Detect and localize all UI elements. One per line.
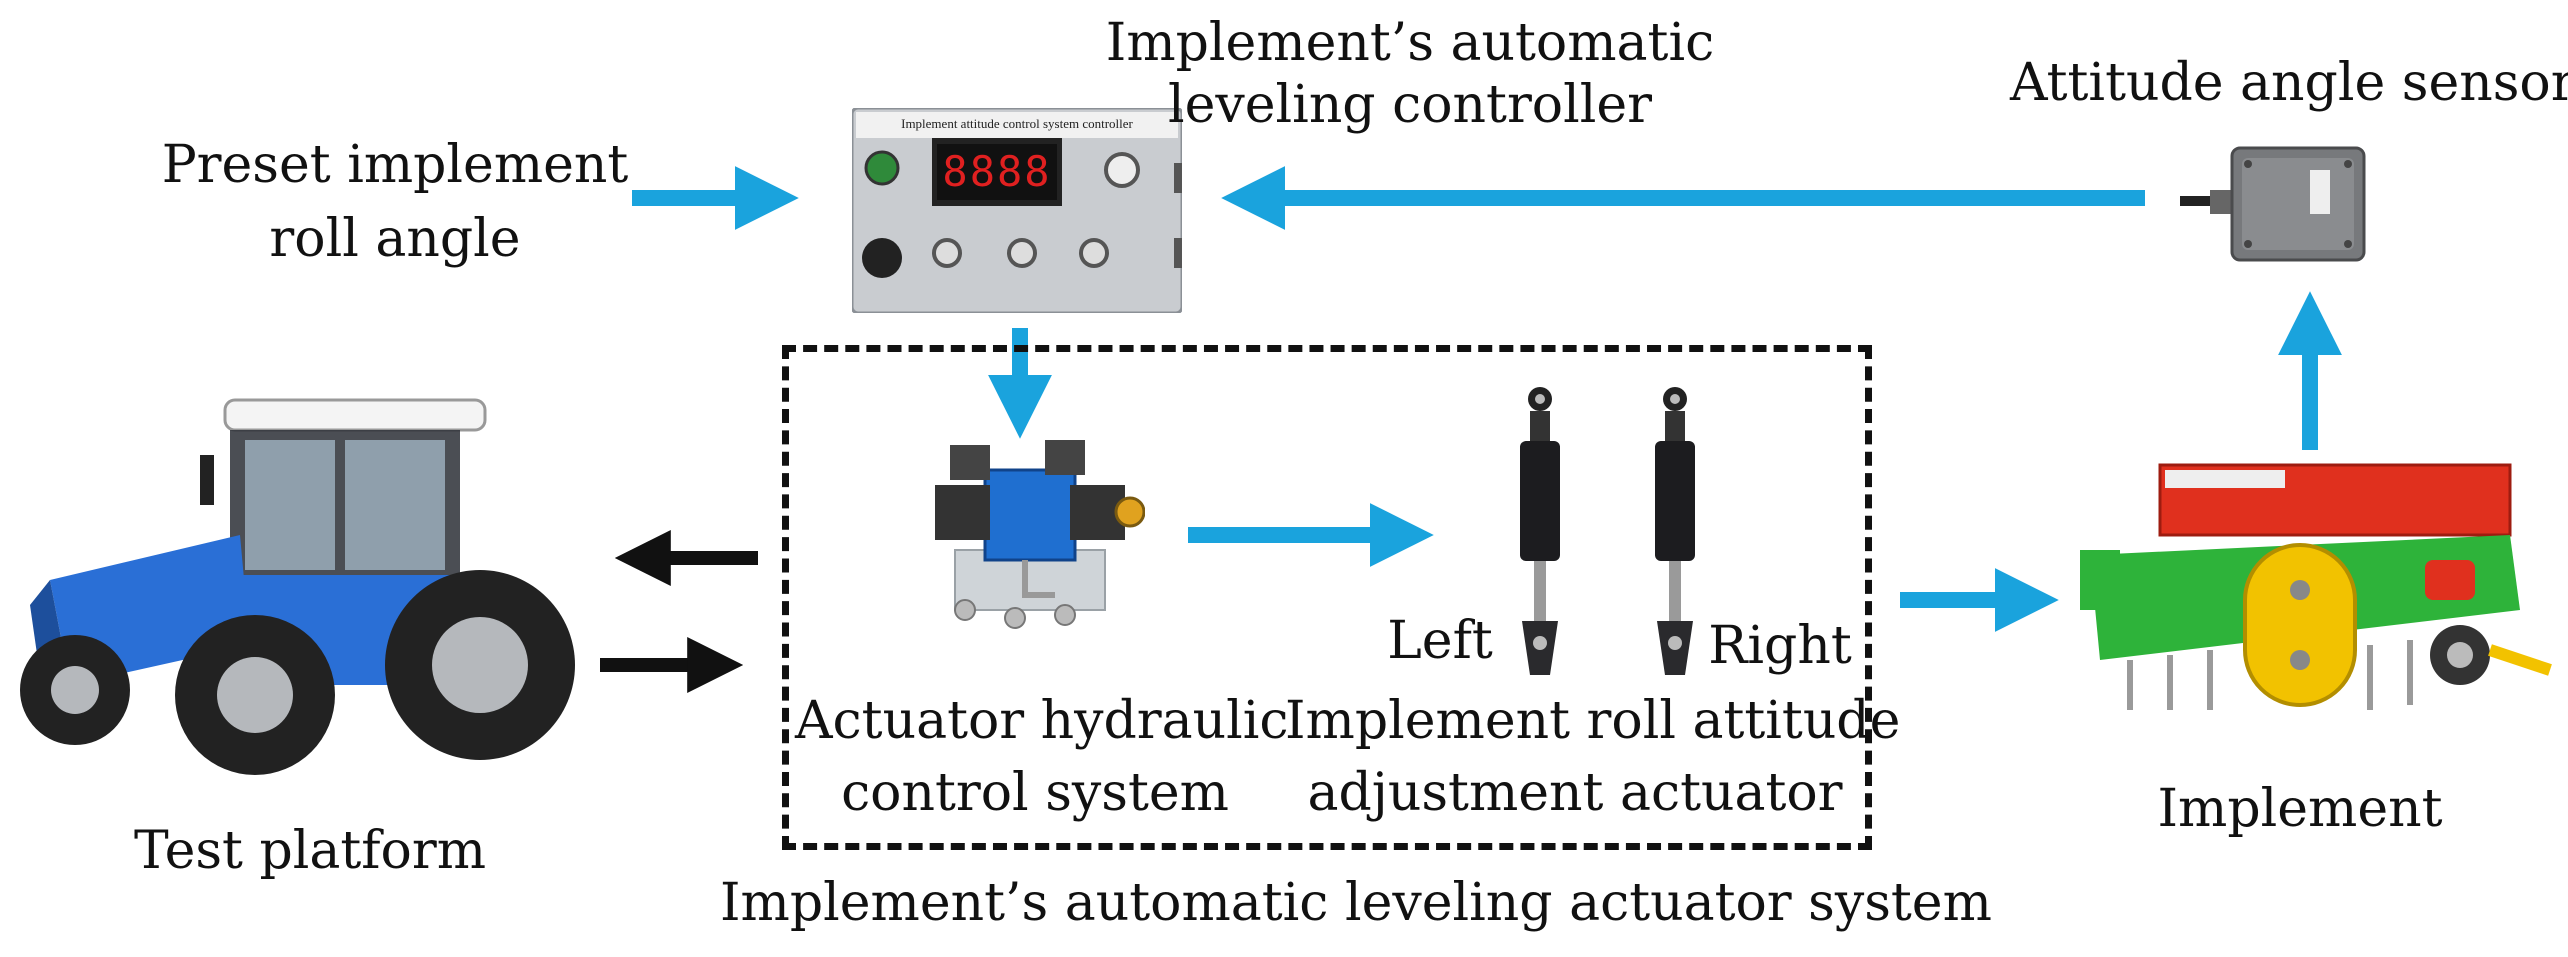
preset-label-line2: roll angle	[269, 209, 521, 269]
tractor-image	[10, 395, 575, 790]
controller-box-image: Implement attitude control system contro…	[850, 106, 1184, 315]
hydraulic-cylinder-image	[1510, 385, 1570, 685]
hydraulic-valve-image	[905, 430, 1146, 630]
controller-display-readout: 8888	[942, 147, 1052, 196]
test-platform-label: Test platform	[133, 821, 487, 881]
attitude-sensor-image	[2180, 140, 2370, 270]
implement-label: Implement	[2157, 779, 2443, 839]
right-cylinder-label: Right	[1708, 616, 1852, 676]
actuator-system-caption: Implement’s automatic leveling actuator …	[720, 873, 1992, 933]
hydraulic-cylinder-image	[1645, 385, 1705, 685]
actuator-label-line2: adjustment actuator	[1307, 763, 1843, 823]
left-cylinder-label: Left	[1387, 611, 1493, 671]
controller-title-line1: Implement’s automatic	[1105, 13, 1715, 73]
preset-label-line1: Preset implement	[161, 135, 629, 195]
hydraulic-label-line1: Actuator hydraulic	[795, 691, 1289, 751]
hydraulic-label-line2: control system	[841, 763, 1229, 823]
actuator-system-dashed-box	[782, 345, 1872, 850]
sensor-title: Attitude angle sensor	[2010, 53, 2568, 113]
seeder-implement-image	[2070, 460, 2555, 740]
controller-header-text: Implement attitude control system contro…	[901, 116, 1133, 131]
controller-title-line2: leveling controller	[1168, 75, 1652, 135]
actuator-label-line1: Implement roll attitude	[1285, 691, 1901, 751]
